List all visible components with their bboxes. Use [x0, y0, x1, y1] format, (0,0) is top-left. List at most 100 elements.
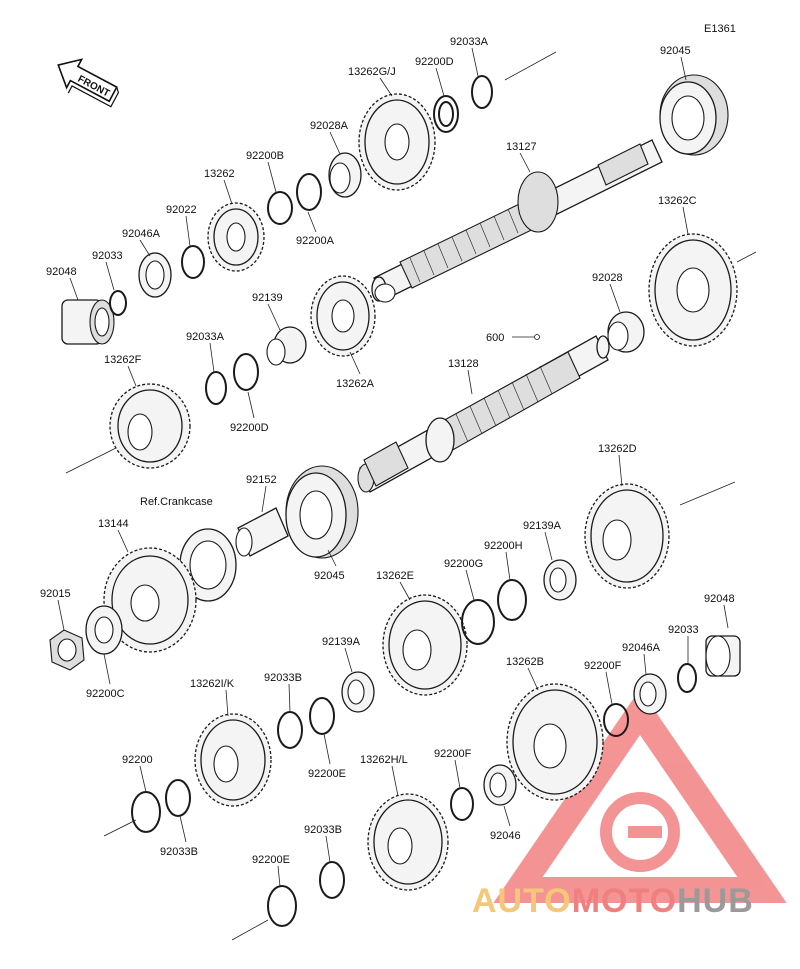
label-42: 13262H/L — [360, 754, 408, 766]
washer-92200D-mid — [233, 353, 259, 391]
needle-bearing-92046 — [483, 764, 517, 806]
gear-13262C — [648, 233, 738, 347]
watermark-triangle-logo — [493, 689, 787, 903]
watermark-part3: HUB — [677, 882, 754, 920]
label-35: 13262I/K — [190, 678, 235, 690]
gear-13262F — [109, 383, 191, 469]
washer-92200A — [296, 173, 322, 211]
gear-13262IK — [194, 713, 272, 807]
washer-92200F-lower — [450, 787, 474, 821]
bushing-92152 — [235, 507, 289, 557]
circlip-92033A-mid — [205, 371, 227, 405]
bushing-92028 — [607, 311, 645, 353]
label-32: 92139A — [322, 636, 361, 648]
label-3: 92200D — [415, 56, 454, 68]
label-40: 92200E — [308, 768, 346, 780]
washer-92200D-upper — [433, 95, 459, 133]
label-24: 92045 — [314, 570, 345, 582]
label-1: 92045 — [660, 45, 691, 57]
label-6: 92200B — [246, 150, 284, 162]
label-20: 13128 — [448, 358, 479, 370]
washer-92200F-upper — [603, 703, 629, 737]
label-8: 92022 — [166, 204, 197, 216]
pin-600 — [512, 334, 540, 340]
washer-92200C — [85, 605, 123, 655]
washer-92200 — [131, 791, 161, 833]
label-38: 13262B — [506, 656, 544, 668]
washer-92200G — [461, 599, 495, 645]
ref-crankcase-note: Ref.Crankcase — [140, 496, 213, 508]
needle-bearing-92139A-low — [341, 671, 375, 713]
collar-92048-lower — [705, 635, 741, 677]
gear-13262A — [310, 275, 376, 357]
label-15: 92139 — [252, 292, 283, 304]
bushing-92028A — [328, 152, 362, 198]
label-17: 13262A — [336, 378, 375, 390]
label-39: 92200 — [122, 754, 153, 766]
misc-label-600: 600 — [486, 332, 504, 344]
bearing-92045-upper — [659, 74, 729, 156]
label-34: 92046A — [622, 642, 661, 654]
label-43: 92033B — [160, 846, 198, 858]
part-labels: 92033A 92045 13262G/J 92200D 92028A 1312… — [40, 36, 735, 866]
sprocket-13144 — [103, 547, 197, 653]
front-arrow-icon: FRONT — [57, 58, 120, 108]
label-13: 13262C — [658, 195, 697, 207]
circlip-92033-lower — [677, 663, 697, 693]
label-5: 13127 — [506, 141, 537, 153]
label-29: 13262E — [376, 570, 414, 582]
label-12: 92048 — [46, 266, 77, 278]
label-11: 92033 — [92, 250, 123, 262]
label-9: 92200A — [296, 235, 335, 247]
label-41: 92200F — [434, 748, 472, 760]
label-44: 92046 — [490, 830, 521, 842]
leader-lines — [57, 47, 729, 887]
label-31: 92200C — [86, 688, 125, 700]
gear-13262GJ — [358, 93, 436, 191]
label-22: 13262D — [598, 443, 637, 455]
gear-13262D — [584, 483, 670, 589]
circlip-92033B-b — [165, 779, 191, 817]
label-19: 92200D — [230, 422, 269, 434]
label-21: 92152 — [246, 474, 277, 486]
label-28: 92015 — [40, 588, 71, 600]
bearing-92045-lower — [285, 465, 359, 559]
needle-bearing-92046A-lower — [633, 673, 667, 715]
gear-13262 — [207, 202, 265, 272]
circlip-92033B-a — [277, 711, 303, 749]
watermark-part2: MOTO — [572, 882, 677, 920]
nut-92015 — [49, 629, 85, 671]
label-18: 13262F — [104, 354, 142, 366]
label-36: 92033B — [264, 672, 302, 684]
label-4: 92028A — [310, 120, 349, 132]
washer-92200H — [497, 579, 527, 621]
watermark-brand: AUTOMOTOHUB — [472, 882, 754, 920]
washer-92022 — [181, 245, 205, 279]
washer-92200E-a — [309, 697, 335, 735]
diagram-code: E1361 — [704, 23, 736, 35]
label-14: 92028 — [592, 272, 623, 284]
circlip-92033A-upper — [471, 75, 493, 109]
label-45: 92033B — [304, 824, 342, 836]
label-33: 92033 — [668, 624, 699, 636]
label-7: 13262 — [204, 168, 235, 180]
label-30: 92048 — [704, 593, 735, 605]
gear-13262HL — [367, 793, 449, 891]
watermark-part1: AUTO — [472, 882, 572, 920]
gear-13262B — [506, 683, 604, 801]
label-26: 92200H — [484, 540, 523, 552]
label-16: 92033A — [186, 331, 225, 343]
axis-lines — [65, 51, 757, 941]
label-2: 13262G/J — [348, 66, 396, 78]
bushing-92139 — [266, 326, 307, 366]
label-25: 92139A — [523, 520, 562, 532]
label-37: 92200F — [584, 660, 622, 672]
label-46: 92200E — [252, 854, 290, 866]
shaft-13127 — [371, 139, 663, 303]
label-0: 92033A — [450, 36, 489, 48]
circlip-92033-upper — [109, 290, 127, 316]
label-27: 92200G — [444, 558, 483, 570]
shaft-13128 — [357, 335, 610, 493]
